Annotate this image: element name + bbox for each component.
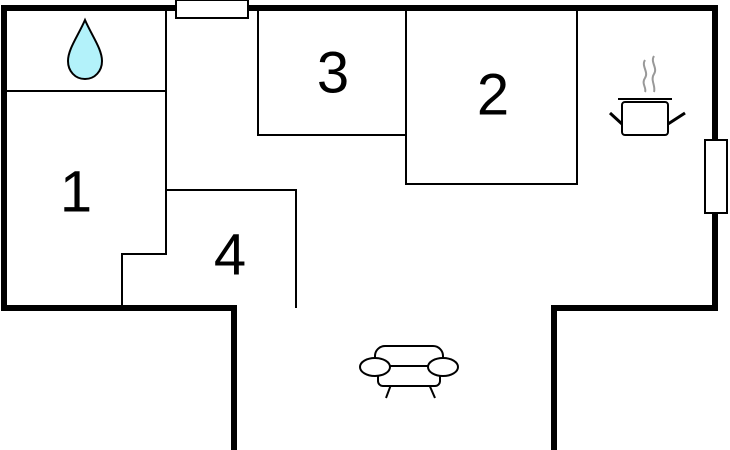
room-4-wall bbox=[166, 189, 297, 308]
window-right bbox=[704, 139, 728, 214]
sofa-icon bbox=[359, 345, 459, 399]
room-1-wall bbox=[121, 8, 167, 308]
room-3-wall bbox=[257, 8, 406, 136]
water-drop-icon bbox=[66, 17, 104, 81]
room-2-wall bbox=[405, 8, 578, 185]
outer-wall-left bbox=[1, 5, 237, 450]
room-label-2: 2 bbox=[477, 63, 509, 128]
outer-wall-right bbox=[248, 5, 718, 450]
window-top bbox=[175, 0, 249, 19]
room-label-1: 1 bbox=[60, 160, 92, 225]
interior-walls bbox=[4, 8, 578, 308]
room-label-4: 4 bbox=[214, 223, 246, 288]
cooking-pot-icon bbox=[608, 55, 686, 136]
room-label-3: 3 bbox=[317, 41, 349, 106]
outer-walls bbox=[1, 5, 718, 450]
